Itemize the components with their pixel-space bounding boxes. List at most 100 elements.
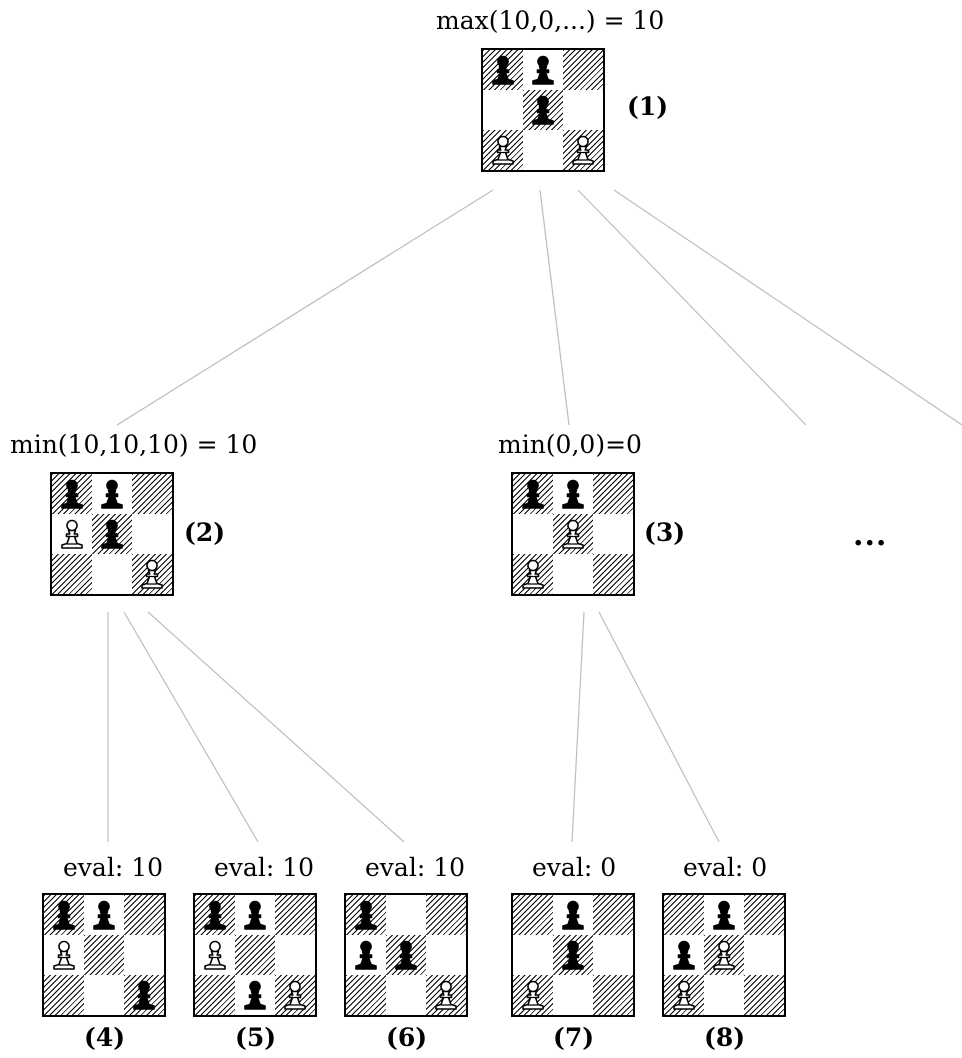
black-pawn-icon [522,479,544,509]
board-square [84,935,124,975]
white-pawn-icon [522,980,544,1010]
board-square [44,935,84,975]
board-square [563,90,603,130]
board-square [664,895,704,935]
node-7-label: eval: 0 [532,853,617,882]
black-pawn-icon [244,980,266,1010]
node-1-number: (1) [627,92,669,121]
board-square [523,90,563,130]
board-square [195,895,235,935]
board-square [553,975,593,1015]
node-7-board [511,893,635,1017]
board-square [513,554,553,594]
board-square [44,895,84,935]
board-square [704,975,744,1015]
node-4-label: eval: 10 [63,853,163,882]
node-2-label: min(10,10,10) = 10 [10,430,258,459]
board-square [513,514,553,554]
white-pawn-icon [435,980,457,1010]
black-pawn-icon [204,900,226,930]
board-square [386,895,426,935]
board-square [664,975,704,1015]
board-square [195,935,235,975]
node-5-board [193,893,317,1017]
board-square [84,975,124,1015]
board-square [44,975,84,1015]
black-pawn-icon [93,900,115,930]
black-pawn-icon [61,479,83,509]
node-5-number: (5) [235,1023,277,1052]
board-square [553,935,593,975]
board-square [513,935,553,975]
node-1-label: max(10,0,...) = 10 [436,6,665,35]
board-square [124,975,164,1015]
board-square [553,895,593,935]
board-square [52,554,92,594]
board-square [593,514,633,554]
board-square [483,90,523,130]
white-pawn-icon [522,559,544,589]
board-square [704,935,744,975]
black-pawn-icon [492,55,514,85]
edge-3-8 [598,611,720,843]
board-square [563,50,603,90]
node-3-board [511,472,635,596]
white-pawn-icon [284,980,306,1010]
black-pawn-icon [101,519,123,549]
black-pawn-icon [244,900,266,930]
board-square [84,895,124,935]
node-2-board [50,472,174,596]
node-5-label: eval: 10 [214,853,314,882]
black-pawn-icon [355,940,377,970]
white-pawn-icon [204,940,226,970]
white-pawn-icon [673,980,695,1010]
node-4-board [42,893,166,1017]
black-pawn-icon [355,900,377,930]
board-square [426,935,466,975]
board-square [593,554,633,594]
board-square [132,554,172,594]
node-7-number: (7) [553,1023,595,1052]
white-pawn-icon [61,519,83,549]
board-square [195,975,235,1015]
node-8-board [662,893,786,1017]
board-square [346,895,386,935]
board-square [275,895,315,935]
board-square [92,474,132,514]
black-pawn-icon [101,479,123,509]
node-1-board [481,48,605,172]
board-square [563,130,603,170]
black-pawn-icon [532,95,554,125]
board-square [513,474,553,514]
black-pawn-icon [562,940,584,970]
node-4-number: (4) [84,1023,126,1052]
board-square [513,975,553,1015]
board-square [52,514,92,554]
white-pawn-icon [562,519,584,549]
black-pawn-icon [53,900,75,930]
node-3-label: min(0,0)=0 [498,430,642,459]
more-nodes-ellipsis: ... [853,518,888,553]
white-pawn-icon [713,940,735,970]
board-square [92,554,132,594]
black-pawn-icon [532,55,554,85]
board-square [426,975,466,1015]
node-2-number: (2) [184,518,226,547]
board-square [704,895,744,935]
board-square [744,895,784,935]
board-square [386,935,426,975]
board-square [124,895,164,935]
board-square [275,975,315,1015]
edge-1-more-b [613,189,962,426]
board-square [483,50,523,90]
edge-3-7 [571,611,585,843]
board-square [523,130,563,170]
board-square [235,935,275,975]
board-square [52,474,92,514]
board-square [553,514,593,554]
white-pawn-icon [492,135,514,165]
board-square [744,935,784,975]
black-pawn-icon [562,900,584,930]
board-square [593,935,633,975]
board-square [235,895,275,935]
